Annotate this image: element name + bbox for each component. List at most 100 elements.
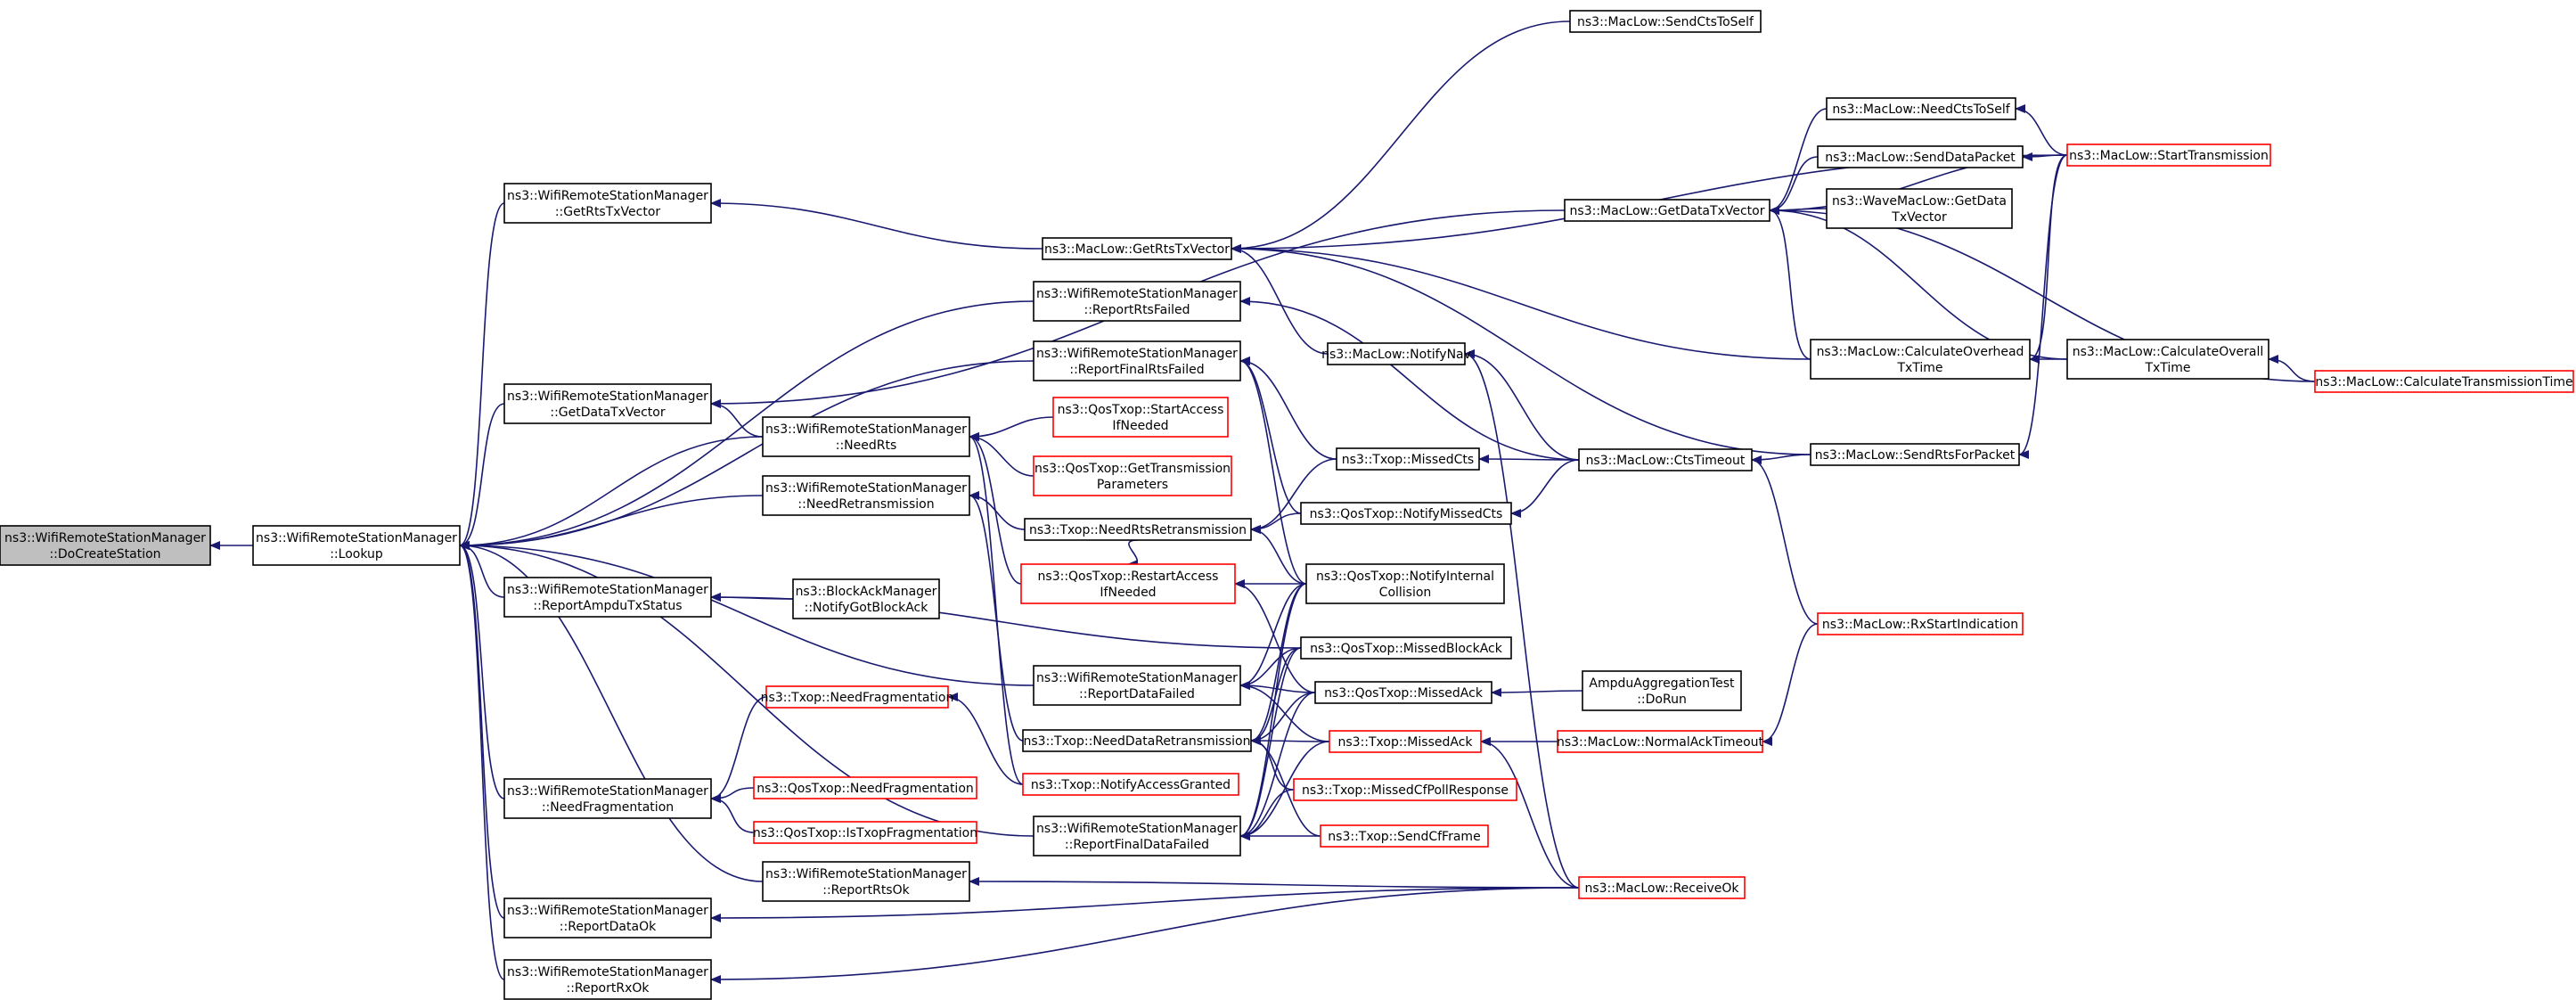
node-box: [1826, 97, 2016, 120]
node-label: ::NeedFragmentation: [542, 800, 674, 815]
call-edge-macCtsTimeout-to-qosNotifyMissedCts: [1510, 459, 1580, 518]
function-node-macGetData[interactable]: ns3::MacLow::GetDataTxVector: [1564, 199, 1770, 222]
function-node-txopNeedRtsRetrans[interactable]: ns3::Txop::NeedRtsRetransmission: [1024, 518, 1252, 541]
node-label: ns3::MacLow::SendRtsForPacket: [1815, 448, 2016, 463]
function-node-reportDataFailed[interactable]: ns3::WifiRemoteStationManager::ReportDat…: [1033, 665, 1241, 706]
node-label: ::NeedRetransmission: [797, 497, 934, 512]
call-edge-macRxStart-to-macCtsTimeout: [1751, 455, 1819, 625]
function-node-txopMissedCts[interactable]: ns3::Txop::MissedCts: [1336, 447, 1480, 471]
function-node-macCalcTransTime[interactable]: ns3::MacLow::CalculateTransmissionTime: [2314, 370, 2574, 393]
function-node-txopMissedCfPoll[interactable]: ns3::Txop::MissedCfPollResponse: [1293, 778, 1517, 801]
function-node-txopMissedAck[interactable]: ns3::Txop::MissedAck: [1329, 730, 1482, 753]
function-node-macGetRts[interactable]: ns3::MacLow::GetRtsTxVector: [1042, 237, 1232, 260]
node-box: [1033, 281, 1241, 322]
function-node-getRtsTxVector[interactable]: ns3::WifiRemoteStationManager::GetRtsTxV…: [503, 183, 712, 224]
node-label: ::ReportDataFailed: [1079, 687, 1195, 701]
function-node-lookup[interactable]: ns3::WifiRemoteStationManager::Lookup: [252, 525, 461, 566]
function-node-root[interactable]: ns3::WifiRemoteStationManager::DoCreateS…: [0, 525, 211, 566]
function-node-macSendRts[interactable]: ns3::MacLow::SendRtsForPacket: [1810, 443, 2020, 466]
call-edge-getRtsTxVector-to-lookup: [459, 202, 505, 550]
call-edge-macReceiveOk-to-reportRtsOk: [969, 877, 1580, 889]
node-box: [1042, 237, 1232, 260]
function-node-reportAmpdu[interactable]: ns3::WifiRemoteStationManager::ReportAmp…: [503, 577, 712, 618]
function-node-txopSendCfFrame[interactable]: ns3::Txop::SendCfFrame: [1320, 824, 1489, 848]
call-edge-macCtsTimeout-to-txopMissedCts: [1478, 455, 1580, 464]
function-node-macCtsTimeout[interactable]: ns3::MacLow::CtsTimeout: [1578, 448, 1753, 471]
node-box: [1300, 502, 1512, 525]
function-node-macStartTrans[interactable]: ns3::MacLow::StartTransmission: [2066, 143, 2271, 167]
node-box: [1305, 563, 1505, 604]
node-box: [1817, 612, 2024, 635]
function-node-txopNotifyAccess[interactable]: ns3::Txop::NotifyAccessGranted: [1022, 773, 1239, 796]
call-edge-txopMissedAck-to-txopNeedDataRetrans: [1250, 736, 1330, 746]
function-node-qosNeedFrag[interactable]: ns3::QosTxop::NeedFragmentation: [753, 776, 977, 799]
function-node-macNotifyNav[interactable]: ns3::MacLow::NotifyNav: [1321, 342, 1471, 365]
node-label: ns3::QosTxop::MissedBlockAck: [1310, 642, 1503, 656]
node-box: [503, 778, 712, 819]
function-node-waveGetData[interactable]: ns3::WaveMacLow::GetDataTxVector: [1826, 188, 2013, 229]
node-label: ns3::WifiRemoteStationManager: [507, 583, 708, 597]
function-node-macSendDataPacket[interactable]: ns3::MacLow::SendDataPacket: [1817, 145, 2024, 168]
node-box: [2066, 143, 2271, 167]
call-edge-qosMissedAck-to-qosRestartAccess: [1234, 579, 1316, 693]
function-node-reportRtsFailed[interactable]: ns3::WifiRemoteStationManager::ReportRts…: [1033, 281, 1241, 322]
call-edge-qosNotifyInternal-to-reportFinalRtsFailed: [1239, 357, 1307, 585]
function-node-macSendCtsToSelf[interactable]: ns3::MacLow::SendCtsToSelf: [1569, 10, 1762, 33]
call-edge-needRts-to-getDataTxVector: [710, 399, 764, 438]
node-box: [1320, 824, 1489, 848]
node-label: ::ReportDataOk: [560, 920, 657, 934]
node-box: [1020, 563, 1236, 604]
node-box: [765, 685, 949, 709]
call-edge-macCalcOverhead-to-macGetRts: [1231, 244, 1811, 360]
node-label: ns3::MacLow::NotifyNav: [1321, 348, 1471, 362]
function-node-macNeedCtsToSelf[interactable]: ns3::MacLow::NeedCtsToSelf: [1826, 97, 2016, 120]
function-node-needRetrans[interactable]: ns3::WifiRemoteStationManager::NeedRetra…: [762, 475, 970, 516]
node-box: [1022, 729, 1252, 752]
function-node-blockAck[interactable]: ns3::BlockAckManager::NotifyGotBlockAck: [792, 578, 940, 619]
node-label: ns3::WifiRemoteStationManager: [1036, 287, 1238, 301]
function-node-macReceiveOk[interactable]: ns3::MacLow::ReceiveOk: [1578, 876, 1746, 899]
node-label: ::ReportFinalRtsFailed: [1069, 363, 1204, 377]
node-label: ns3::QosTxop::NotifyInternal: [1316, 570, 1494, 584]
node-label: ns3::WifiRemoteStationManager: [1036, 347, 1238, 361]
function-node-reportDataOk[interactable]: ns3::WifiRemoteStationManager::ReportDat…: [503, 898, 712, 939]
node-label: ns3::WifiRemoteStationManager: [1036, 671, 1238, 685]
function-node-qosMissedAck[interactable]: ns3::QosTxop::MissedAck: [1314, 681, 1492, 704]
node-label: ns3::WifiRemoteStationManager: [256, 531, 457, 545]
function-node-reportFinalRtsFailed[interactable]: ns3::WifiRemoteStationManager::ReportFin…: [1033, 340, 1241, 381]
call-edge-macReceiveOk-to-txopMissedAck: [1480, 737, 1580, 889]
function-node-txopNeedFrag[interactable]: ns3::Txop::NeedFragmentation: [761, 685, 954, 709]
node-box: [252, 525, 461, 566]
function-node-reportRtsOk[interactable]: ns3::WifiRemoteStationManager::ReportRts…: [762, 861, 970, 902]
function-node-reportRxOk[interactable]: ns3::WifiRemoteStationManager::ReportRxO…: [503, 959, 712, 1000]
node-label: ns3::WifiRemoteStationManager: [507, 904, 708, 918]
function-node-reportFinalDataFailed[interactable]: ns3::WifiRemoteStationManager::ReportFin…: [1033, 816, 1241, 857]
node-box: [0, 525, 211, 566]
node-label: ns3::MacLow::CalculateOverhead: [1817, 345, 2024, 359]
call-edge-macReceiveOk-to-reportDataOk: [710, 887, 1580, 922]
node-label: TxTime: [2144, 361, 2190, 375]
function-node-qosIsTxopFrag[interactable]: ns3::QosTxop::IsTxopFragmentation: [753, 821, 977, 844]
function-node-needRts[interactable]: ns3::WifiRemoteStationManager::NeedRts: [762, 416, 970, 457]
node-label: ns3::MacLow::CalculateOverall: [2073, 345, 2264, 359]
function-node-needFrag[interactable]: ns3::WifiRemoteStationManager::NeedFragm…: [503, 778, 712, 819]
node-box: [1329, 730, 1482, 753]
function-node-qosMissedBlockAck[interactable]: ns3::QosTxop::MissedBlockAck: [1300, 636, 1512, 660]
function-node-txopNeedDataRetrans[interactable]: ns3::Txop::NeedDataRetransmission: [1022, 729, 1252, 752]
function-node-getDataTxVector[interactable]: ns3::WifiRemoteStationManager::GetDataTx…: [503, 383, 712, 424]
node-label: ns3::Txop::MissedAck: [1338, 735, 1474, 750]
function-node-ampduTest[interactable]: AmpduAggregationTest::DoRun: [1582, 670, 1742, 711]
function-node-macNormalAck[interactable]: ns3::MacLow::NormalAckTimeout: [1557, 730, 1764, 753]
node-box: [762, 475, 970, 516]
node-label: ns3::MacLow::CalculateTransmissionTime: [2315, 375, 2572, 389]
call-edge-macSendDataPacket-to-macGetData: [1769, 156, 1819, 215]
function-node-qosNotifyMissedCts[interactable]: ns3::QosTxop::NotifyMissedCts: [1300, 502, 1512, 525]
function-node-macRxStart[interactable]: ns3::MacLow::RxStartIndication: [1817, 612, 2024, 635]
call-edge-txopNeedDataRetrans-to-needRetrans: [969, 491, 1024, 742]
